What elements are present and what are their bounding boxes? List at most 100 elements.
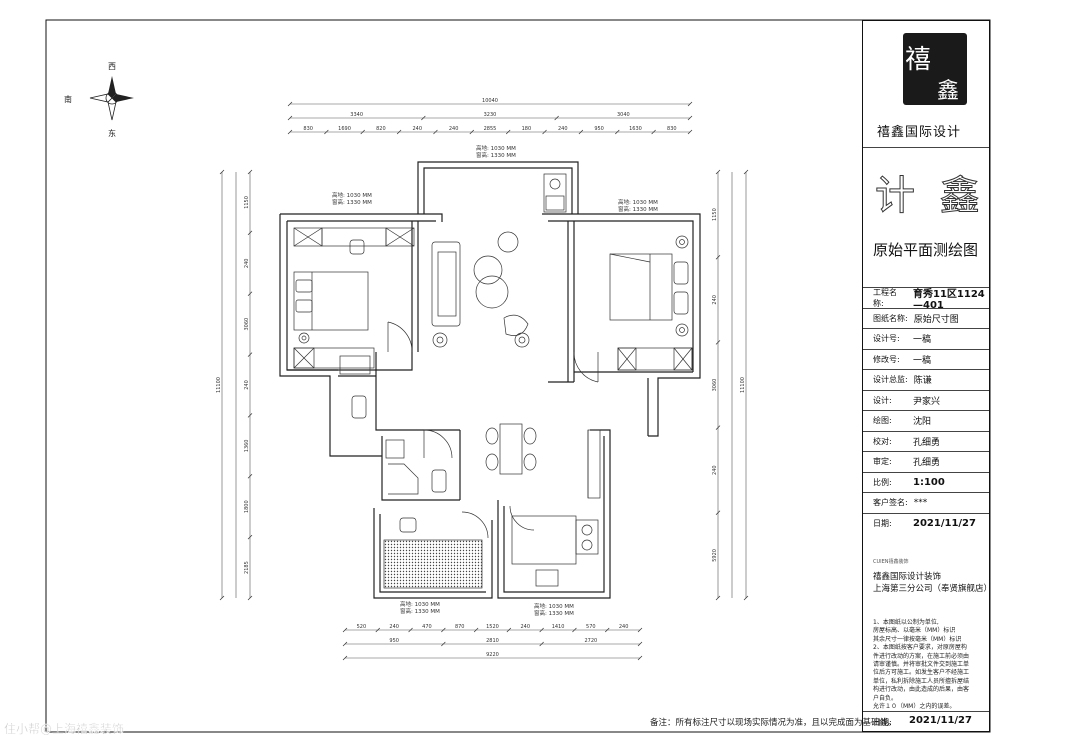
note-bottom-right-1: 高地: 1030 MM <box>534 602 574 610</box>
top-mid-label: 3040 <box>617 112 630 118</box>
right-detail-label: 3060 <box>712 379 718 392</box>
row-label: 设计: <box>873 395 892 405</box>
top-mid-tick <box>287 115 293 121</box>
note-top-right-1: 高地: 1030 MM <box>618 198 658 206</box>
left-detail-tick <box>247 474 253 479</box>
left-total-tick <box>219 169 225 175</box>
left-detail-tick <box>247 413 253 418</box>
note-bottom-right-2: 窗高: 1330 MM <box>534 609 574 617</box>
note-line: 户自负。 <box>873 694 898 702</box>
right-detail-tick <box>715 340 721 345</box>
top-detail-tick <box>360 129 365 135</box>
company-info: 禧鑫国际设计装饰 上海第三分公司（奉贤旗舰店） <box>873 571 992 595</box>
construction-notes: 1、本图纸以公制为单位,房屋标高、以毫米（MM）标识其余尺寸一律按毫米（MM）标… <box>873 619 985 711</box>
title-block-row: 日期:2021/11/27 <box>863 512 989 534</box>
top-mid-label: 3340 <box>350 112 363 118</box>
bottom-detail-label: 870 <box>455 624 465 630</box>
note-line: 允许１０（MM）之内的误差。 <box>873 703 956 711</box>
note-top-left-2: 窗高: 1330 MM <box>332 198 372 206</box>
top-detail-tick <box>433 129 438 135</box>
right-dimension-lines <box>717 172 747 598</box>
top-detail-tick <box>578 129 584 135</box>
note-line: 房屋标高、以毫米（MM）标识 <box>873 627 956 635</box>
top-detail-tick <box>469 129 475 135</box>
watermark: 住小帮@上海禧鑫装饰 <box>4 722 125 736</box>
living-furniture <box>431 173 601 499</box>
company-logo: 禧 鑫 <box>903 33 967 105</box>
left-total-label: 11100 <box>216 377 222 393</box>
left-detail-tick <box>247 595 253 601</box>
top-detail-label: 240 <box>449 126 459 132</box>
bottom-mid-tick <box>342 641 348 647</box>
right-total-tick <box>743 169 749 175</box>
row-value: 尹家兴 <box>913 396 941 407</box>
right-detail-tick <box>715 510 721 516</box>
title-block-row: 审定:孔细勇 <box>863 451 989 472</box>
compass-icon <box>89 76 134 121</box>
top-mid-label: 3230 <box>484 112 497 118</box>
title-block: 禧 鑫 禧鑫国际设计 计 鑫 原始平面测绘图 工程名称:育秀11区1124—40… <box>862 20 992 732</box>
right-detail-tick <box>715 425 721 430</box>
bottom-mid-label: 2720 <box>584 638 597 644</box>
company-caption: CUIEN禧鑫装饰 <box>873 559 909 565</box>
bathroom-fixtures <box>339 355 599 589</box>
bottom-date-value: 2021/11/27 <box>909 715 972 726</box>
row-label: 客户签名: <box>873 498 908 508</box>
bottom-detail-label: 520 <box>357 624 367 630</box>
row-value: 育秀11区1124—401 <box>913 288 985 311</box>
left-detail-tick <box>247 352 253 357</box>
left-detail-label: 3060 <box>244 318 250 331</box>
row-label: 校对: <box>873 436 892 446</box>
bottom-dimension-lines <box>345 629 640 659</box>
left-detail-label: 240 <box>244 259 250 269</box>
bottom-detail-tick <box>604 627 610 633</box>
title-block-row: 工程名称: 育秀11区1124—401 <box>863 287 989 311</box>
title-block-row: 设计号: 一稿 <box>863 328 989 349</box>
top-mid-tick <box>687 115 693 121</box>
left-bedroom-furniture <box>293 227 415 369</box>
bottom-detail-tick <box>572 627 577 633</box>
bottom-total-label: 9220 <box>486 652 499 658</box>
title-block-row: 图纸名称:原始尺寸图 <box>863 307 989 329</box>
row-label: 修改号: <box>873 354 900 364</box>
note-top-center-2: 窗高: 1330 MM <box>476 151 516 159</box>
bottom-detail-tick <box>408 627 413 633</box>
sheet-border <box>45 19 991 733</box>
title-block-row: 设计总监:陈谦 <box>863 369 989 390</box>
bottom-detail-tick <box>539 627 544 633</box>
bottom-detail-label: 240 <box>619 624 629 630</box>
left-detail-label: 2185 <box>244 561 250 574</box>
compass-north-label: 西 <box>108 62 116 71</box>
top-detail-tick <box>505 129 511 135</box>
row-label: 绘图: <box>873 416 892 426</box>
top-detail-tick <box>615 129 620 135</box>
row-label: 比例: <box>873 477 892 487</box>
row-label: 设计号: <box>873 334 900 344</box>
row-value: 1:100 <box>913 476 945 488</box>
row-label: 工程名称: <box>873 287 897 308</box>
row-value: 沈阳 <box>913 417 932 428</box>
bottom-mid-tick <box>441 641 446 647</box>
note-line: 单位，私利拆除施工人员所擅拆屋结 <box>873 677 970 685</box>
title-block-row: 校对:孔细勇 <box>863 430 989 452</box>
right-detail-label: 1150 <box>712 208 718 221</box>
top-mid-tick <box>554 115 559 121</box>
note-bottom-left-2: 窗高: 1330 MM <box>400 607 440 615</box>
right-detail-label: 240 <box>712 465 718 475</box>
row-label: 图纸名称: <box>873 313 908 323</box>
compass-west-label: 南 <box>64 95 72 104</box>
logo-char-2: 鑫 <box>937 79 960 104</box>
right-detail-label: 240 <box>712 295 718 305</box>
bottom-detail-label: 240 <box>389 624 399 630</box>
note-line: 件进行改动的方案，在施工前必须由 <box>873 652 970 660</box>
walls <box>279 161 701 599</box>
bottom-detail-label: 1410 <box>552 624 565 630</box>
row-value: 孔细勇 <box>913 458 941 469</box>
row-value: 一稿 <box>913 355 932 366</box>
company-line-1: 禧鑫国际设计装饰 <box>873 572 942 582</box>
right-total-label: 11100 <box>740 377 746 393</box>
row-value: 一稿 <box>913 335 932 346</box>
row-label: 日期: <box>873 518 892 528</box>
bottom-mid-tick <box>539 641 544 647</box>
note-line: 构进行改动，由此造成的后果，由客 <box>873 686 970 694</box>
